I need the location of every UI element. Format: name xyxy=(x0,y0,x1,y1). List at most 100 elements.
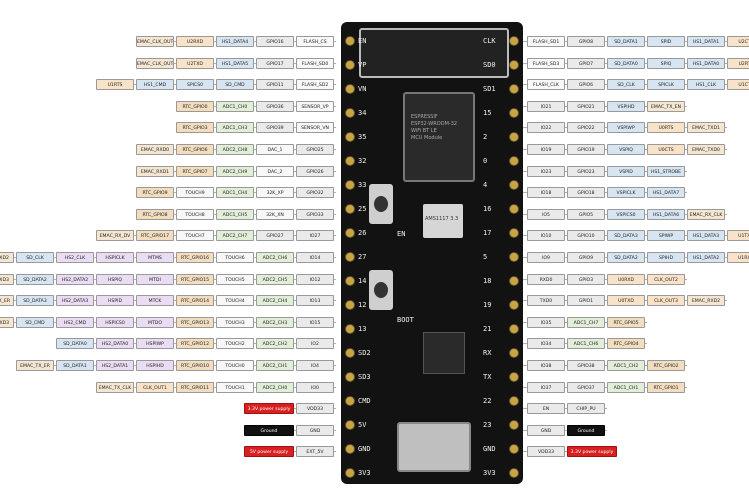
pin-function-label: IO21 xyxy=(527,101,565,112)
en-button[interactable] xyxy=(369,184,393,224)
pin-function-label: RTC_GPIO5 xyxy=(607,317,645,328)
header-pin xyxy=(345,276,355,286)
pin-function-label: ADC1_CH1 xyxy=(607,382,645,393)
header-pin xyxy=(345,444,355,454)
chip-line: ESPRESSIF xyxy=(411,114,438,120)
pin-function-label: IO4 xyxy=(296,360,334,371)
pin-function-label: GPIO5 xyxy=(567,209,605,220)
pin-function-label: U1RTS xyxy=(96,79,134,90)
pin-function-label: HSPID xyxy=(96,295,134,306)
pin-function-label: EMAC_RXD3 xyxy=(0,317,14,328)
pin-silkscreen-label: 26 xyxy=(358,229,367,237)
pin-function-label: SD_CLK xyxy=(16,252,54,263)
pin-function-label: RTC_GPIO6 xyxy=(176,144,214,155)
pin-function-label: EMAC_RXD2 xyxy=(687,295,725,306)
pin-silkscreen-label: 33 xyxy=(358,181,367,189)
pin-function-label: MTDO xyxy=(136,317,174,328)
pin-function-label: DAC_1 xyxy=(256,144,294,155)
pin-function-label: ADC1_CH4 xyxy=(216,187,254,198)
pin-function-label: HS1_DATA4 xyxy=(216,36,254,47)
boot-button[interactable] xyxy=(369,270,393,310)
pin-function-label: GPIO32 xyxy=(296,187,334,198)
pin-silkscreen-label: GND xyxy=(358,445,371,453)
pin-function-label: IO2 xyxy=(296,338,334,349)
pin-function-label: GPIO9 xyxy=(567,252,605,263)
pin-function-label: EMAC_TX_ER xyxy=(16,360,54,371)
pin-function-label: GPIO39 xyxy=(256,122,294,133)
pin-function-label: GPIO19 xyxy=(567,144,605,155)
pin-function-label: EMAC_TXD3 xyxy=(0,274,14,285)
pin-function-label: HS1_DATA0 xyxy=(687,58,725,69)
pin-function-label: SD_DATA3 xyxy=(607,230,645,241)
pin-function-label: IO10 xyxy=(527,230,565,241)
pin-function-label: RTC_GPIO14 xyxy=(176,295,214,306)
pin-silkscreen-label: VP xyxy=(358,61,367,69)
pin-function-label: IO23 xyxy=(527,166,565,177)
pin-function-label: GPIO38 xyxy=(567,360,605,371)
pin-function-label: RTC_GPIO4 xyxy=(607,338,645,349)
pin-function-label: ADC2_CH6 xyxy=(256,252,294,263)
header-pin xyxy=(345,324,355,334)
header-pin xyxy=(509,204,519,214)
pin-function-label: EMAC_TXD2 xyxy=(0,252,14,263)
pin-silkscreen-label: CMD xyxy=(358,397,371,405)
pin-function-label: ADC1_CH0 xyxy=(216,101,254,112)
pin-function-label: GND xyxy=(527,425,565,436)
pin-function-label: U0TXD xyxy=(607,295,645,306)
pin-function-label: CLK_OUT3 xyxy=(647,295,685,306)
header-pin xyxy=(509,276,519,286)
pin-function-label: ADC2_CH2 xyxy=(256,338,294,349)
pin-function-label: RTC_GPIO9 xyxy=(136,187,174,198)
pin-function-label: U0CTS xyxy=(647,144,685,155)
pin-function-label: RTC_GPIO12 xyxy=(176,338,214,349)
pin-function-label: ADC2_CH5 xyxy=(256,274,294,285)
pin-function-label: HS1_DATA6 xyxy=(647,209,685,220)
voltage-regulator: AMS1117 3.3 xyxy=(423,204,463,238)
pin-silkscreen-label: SD3 xyxy=(358,373,371,381)
pin-function-label: HS2_DATA1 xyxy=(96,360,134,371)
pin-function-label: GPIO18 xyxy=(567,187,605,198)
pin-function-label: FLASH_SD0 xyxy=(296,58,334,69)
pin-function-label: IO5 xyxy=(527,209,565,220)
header-pin xyxy=(509,36,519,46)
header-pin xyxy=(509,228,519,238)
pin-function-label: VDD33 xyxy=(527,446,565,457)
pin-function-label: RTC_GPIO17 xyxy=(136,230,174,241)
pin-function-label: U1CTS xyxy=(727,79,749,90)
pin-function-label: CLK_OUT1 xyxy=(136,382,174,393)
esp32-dev-board: ESPRESSIF ESP32-WROOM-32 WiFi BT LE MCU … xyxy=(341,22,523,484)
header-pin xyxy=(509,372,519,382)
pin-silkscreen-label: CLK xyxy=(483,37,496,45)
pin-function-label: CHIP_PU xyxy=(567,403,605,414)
pin-function-label: SD_DATA1 xyxy=(56,360,94,371)
pin-function-label: EMAC_RX_ER xyxy=(0,295,14,306)
pin-function-label: TXD0 xyxy=(527,295,565,306)
pin-function-label: GPIO33 xyxy=(296,209,334,220)
header-pin xyxy=(509,300,519,310)
pin-function-label: TOUCH3 xyxy=(216,317,254,328)
chip-line: MCU Module xyxy=(411,135,443,141)
chip-text: ESPRESSIF ESP32-WROOM-32 WiFi BT LE MCU … xyxy=(411,114,467,142)
pin-function-label: RTC_GPIO7 xyxy=(176,166,214,177)
pin-function-label: IO27 xyxy=(296,230,334,241)
pin-function-label: SPIHD xyxy=(647,252,685,263)
pin-function-label: GPIO25 xyxy=(296,144,334,155)
pin-function-label: U0RXD xyxy=(607,274,645,285)
pin-function-label: 3.3V power supply xyxy=(567,446,617,457)
pin-function-label: RTC_GPIO3 xyxy=(176,122,214,133)
pin-function-label: HS1_CLK xyxy=(687,79,725,90)
pin-function-label: GPIO17 xyxy=(256,58,294,69)
pin-function-label: SPICS0 xyxy=(176,79,214,90)
pin-function-label: HS1_DATA1 xyxy=(687,36,725,47)
pin-silkscreen-label: 5 xyxy=(483,253,488,261)
header-pin xyxy=(345,252,355,262)
pin-silkscreen-label: 12 xyxy=(358,301,367,309)
pin-silkscreen-label: 3V3 xyxy=(483,469,496,477)
pin-function-label: GND xyxy=(296,425,334,436)
pin-function-label: IO38 xyxy=(527,360,565,371)
pin-function-label: U1TXD xyxy=(727,230,749,241)
micro-usb-port[interactable] xyxy=(397,422,471,472)
pin-function-label: SD_CMD xyxy=(216,79,254,90)
header-pin xyxy=(345,132,355,142)
button-cap xyxy=(374,282,388,298)
